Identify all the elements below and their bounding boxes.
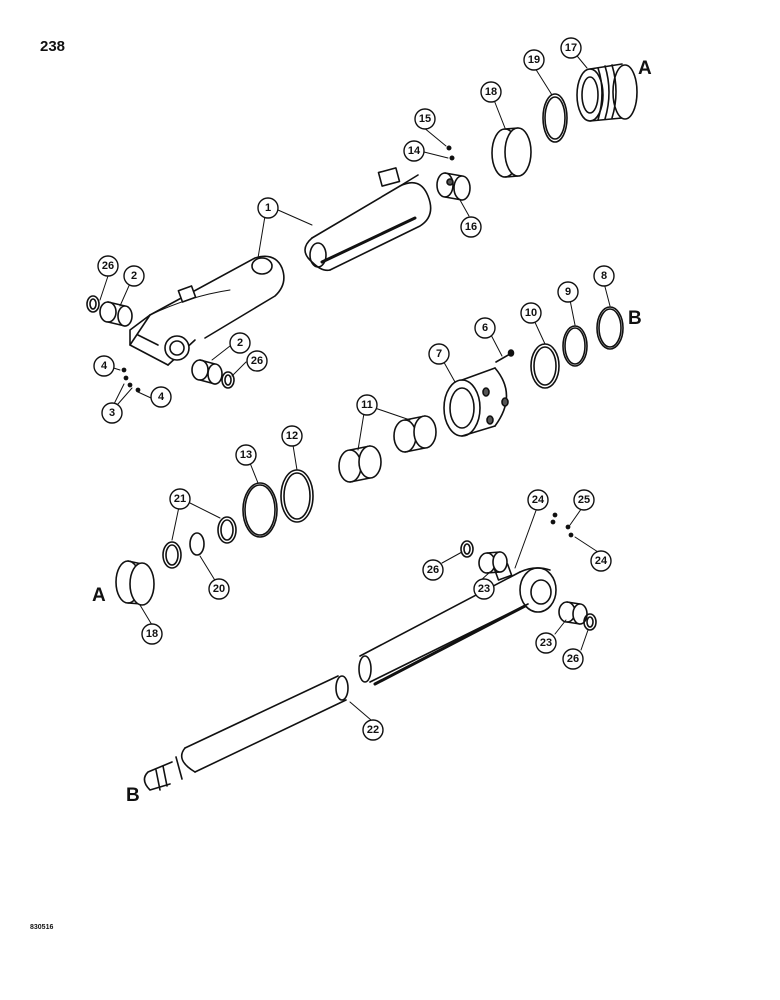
- callout-4-b: 4: [158, 391, 165, 403]
- wear-ring-18-upper: [491, 127, 532, 178]
- bushing-23-lower: [558, 601, 588, 625]
- cylinder-head-7: [443, 367, 509, 437]
- callout-18-lower: 18: [146, 628, 158, 640]
- callout-9: 9: [565, 286, 571, 298]
- ring-8: [596, 306, 624, 350]
- piston-rod-22: [143, 563, 557, 791]
- callout-1: 1: [265, 202, 271, 214]
- callout-numbers: 1 2 2 26 26 4 4 3 15 14 16 18 19 17 6 7 …: [101, 42, 608, 736]
- callout-11: 11: [361, 399, 373, 411]
- callout-17: 17: [565, 42, 577, 54]
- figure-code: 830516: [30, 924, 54, 931]
- callout-26-upper: 26: [102, 260, 114, 272]
- ring-26-lower: [221, 371, 235, 389]
- barrel-front-part: [304, 167, 432, 272]
- ring-20: [189, 532, 205, 556]
- ring-21-a: [217, 516, 237, 544]
- callout-26-rod-upper: 26: [427, 564, 439, 576]
- callout-23-upper: 23: [478, 583, 490, 595]
- leader-lines: [99, 50, 611, 721]
- grease-fittings: [121, 367, 141, 393]
- bolt-6: [495, 349, 515, 363]
- bushing-11-a: [338, 445, 382, 483]
- piston-17: [576, 63, 638, 122]
- callout-7: 7: [436, 348, 442, 360]
- callout-16: 16: [465, 221, 477, 233]
- ring-26-rod-upper: [460, 540, 474, 558]
- rod-fittings-24-25: [550, 512, 574, 538]
- section-marker-b-right: B: [628, 308, 642, 329]
- callout-22: 22: [367, 724, 379, 736]
- seal-10: [530, 343, 560, 389]
- ring-26-upper: [86, 295, 100, 313]
- callout-10: 10: [525, 307, 537, 319]
- ring-12: [280, 469, 314, 523]
- section-marker-a-left: A: [92, 585, 106, 606]
- seal-ring-19: [542, 93, 568, 143]
- callout-13: 13: [240, 449, 252, 461]
- callout-4-a: 4: [101, 360, 108, 372]
- bushing-11-b: [393, 415, 437, 453]
- ring-26-rod-lower: [583, 613, 597, 631]
- callout-8: 8: [601, 270, 607, 282]
- bushing-2-lower: [191, 359, 223, 385]
- callout-23-lower: 23: [540, 637, 552, 649]
- bushing-2-upper: [99, 301, 133, 327]
- callout-20: 20: [213, 583, 225, 595]
- ring-9: [562, 325, 588, 367]
- callout-6: 6: [482, 322, 488, 334]
- callout-circles: [93, 37, 615, 741]
- barrel-rear-part: [129, 255, 285, 366]
- callout-26-rod-lower: 26: [567, 653, 579, 665]
- callout-15: 15: [419, 113, 431, 125]
- callout-3: 3: [109, 407, 115, 419]
- callout-19: 19: [528, 54, 540, 66]
- wear-ring-18-lower: [115, 560, 155, 606]
- callout-18-upper: 18: [485, 86, 497, 98]
- callout-2-lower: 2: [237, 337, 243, 349]
- callout-24-a: 24: [532, 494, 545, 506]
- callout-24-b: 24: [595, 555, 608, 567]
- ring-21-b: [162, 541, 182, 569]
- balls-14-15: [446, 145, 455, 161]
- bushing-23-upper: [478, 551, 508, 574]
- callout-26-lower: 26: [251, 355, 263, 367]
- callout-14: 14: [408, 145, 421, 157]
- callout-21: 21: [174, 493, 186, 505]
- check-valve-16: [436, 172, 471, 201]
- section-marker-a-top: A: [638, 58, 652, 79]
- callout-12: 12: [286, 430, 298, 442]
- page-number: 238: [40, 38, 66, 55]
- callout-2-upper: 2: [131, 270, 137, 282]
- ring-13: [242, 482, 278, 538]
- callout-25: 25: [578, 494, 590, 506]
- section-marker-b-bottom: B: [126, 785, 140, 806]
